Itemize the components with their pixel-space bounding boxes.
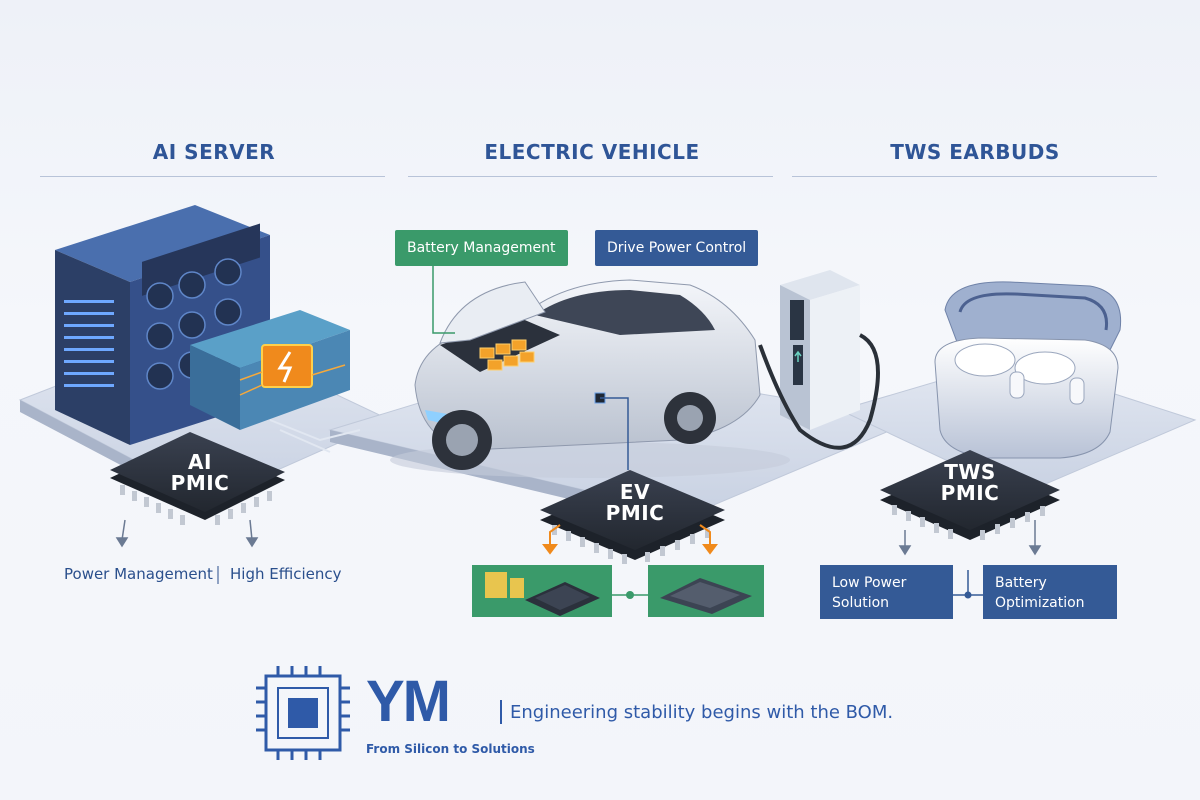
- ev-output-arrows: [542, 524, 718, 555]
- server-rack-icon: [55, 205, 270, 445]
- ev-pmic-line2: PMIC: [605, 501, 665, 525]
- battery-management-tag: Battery Management: [395, 230, 568, 266]
- battery-optimization-box: Battery Optimization: [983, 565, 1117, 619]
- brand-chip-logo: [256, 666, 350, 760]
- ev-board-left: [472, 565, 612, 617]
- ev-board-right: [648, 565, 764, 617]
- ev-pmic-label: EV PMIC: [580, 482, 690, 524]
- ev-title: ELECTRIC VEHICLE: [484, 140, 700, 164]
- battery-callout-line: [432, 265, 455, 334]
- low-power-solution-box: Low Power Solution: [820, 565, 953, 619]
- ev-charger-icon: [758, 270, 880, 450]
- tws-pmic-label: TWS PMIC: [915, 462, 1025, 504]
- tws-pmic-line1: TWS: [944, 460, 996, 484]
- power-module-icon: [190, 310, 350, 430]
- ai-pmic-chip: [110, 432, 285, 525]
- ai-server-title: AI SERVER: [152, 140, 276, 164]
- high-efficiency-feature: High Efficiency: [230, 565, 342, 583]
- tws-divider: [792, 176, 1157, 177]
- ai-pmic-line1: AI: [188, 450, 212, 474]
- tws-pmic-chip: [880, 450, 1060, 540]
- brand-subtitle: From Silicon to Solutions: [366, 742, 535, 756]
- ev-pmic-line1: EV: [619, 480, 651, 504]
- drive-callout-line: [600, 397, 629, 470]
- ai-output-arrows: [115, 519, 259, 548]
- ai-pmic-label: AI PMIC: [150, 452, 250, 494]
- car-icon: [390, 279, 790, 478]
- ai-server-divider: [40, 176, 385, 177]
- brand-name: YM: [366, 669, 451, 734]
- drive-power-control-tag: Drive Power Control: [595, 230, 759, 266]
- brand-slogan: Engineering stability begins with the BO…: [510, 702, 894, 723]
- tws-pmic-line2: PMIC: [940, 481, 1000, 505]
- slogan-divider: [500, 700, 502, 724]
- ai-pmic-line2: PMIC: [170, 471, 230, 495]
- tws-title: TWS EARBUDS: [890, 140, 1060, 164]
- power-management-feature: Power Management: [64, 565, 213, 583]
- ev-divider: [408, 176, 773, 177]
- earbuds-case-icon: [934, 281, 1122, 459]
- ai-traces: [269, 419, 361, 453]
- tws-output-arrows: [898, 520, 1042, 556]
